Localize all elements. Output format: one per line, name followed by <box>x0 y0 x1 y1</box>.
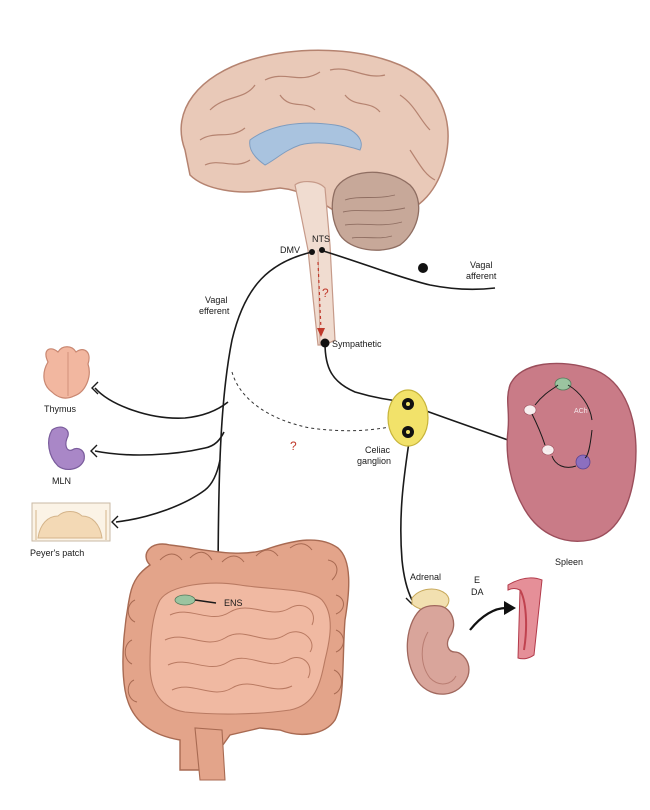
label-ens: ENS <box>224 598 243 608</box>
label-peyers-patch: Peyer's patch <box>30 548 84 558</box>
mln-branch <box>95 432 224 455</box>
label-celiac-line1: Celiac <box>365 445 391 455</box>
dashed-pathways <box>232 372 398 431</box>
label-vagal-afferent-line1: Vagal <box>470 260 492 270</box>
label-question-nts: ? <box>322 286 329 300</box>
rectum <box>195 728 225 780</box>
celiac-ganglion <box>388 390 428 446</box>
label-ach: ACh <box>574 408 588 415</box>
label-nts: NTS <box>312 234 330 244</box>
spleen <box>507 363 636 541</box>
label-thymus: Thymus <box>44 404 77 414</box>
label-dmv: DMV <box>280 245 300 255</box>
catecholamine-arrowhead <box>504 601 516 615</box>
label-e: E <box>474 575 480 585</box>
vagal-afferent-nerve <box>320 250 495 289</box>
intestines <box>123 540 349 780</box>
thymus <box>44 347 89 398</box>
label-sympathetic: Sympathetic <box>332 339 382 349</box>
ens-plexus <box>175 595 195 605</box>
peyers-branch <box>116 460 220 522</box>
sympathetic-nerve <box>325 343 405 402</box>
dmv-node <box>309 249 315 255</box>
label-mln: MLN <box>52 476 71 486</box>
label-spleen: Spleen <box>555 557 583 567</box>
label-vagal-afferent-line2: afferent <box>466 271 497 281</box>
mln <box>49 427 85 469</box>
sympathetic-node <box>321 339 330 348</box>
thymus-branch <box>95 388 228 418</box>
label-ne: NE <box>543 447 553 454</box>
peyers-patch <box>32 503 110 541</box>
adrenal-kidney <box>407 589 469 694</box>
label-vagal-efferent-line2: efferent <box>199 306 230 316</box>
afferent-cell-body <box>418 263 428 273</box>
nts-node <box>319 247 325 253</box>
catecholamine-arrow <box>470 608 506 630</box>
label-da: DA <box>471 587 484 597</box>
label-celiac-line2: ganglion <box>357 456 391 466</box>
kidney <box>407 606 469 695</box>
label-vagal-efferent-line1: Vagal <box>205 295 227 305</box>
dashed-celiac-loop <box>232 372 398 431</box>
label-question-celiac: ? <box>290 439 297 453</box>
label-adrenal: Adrenal <box>410 572 441 582</box>
blood-vessel <box>508 578 542 659</box>
